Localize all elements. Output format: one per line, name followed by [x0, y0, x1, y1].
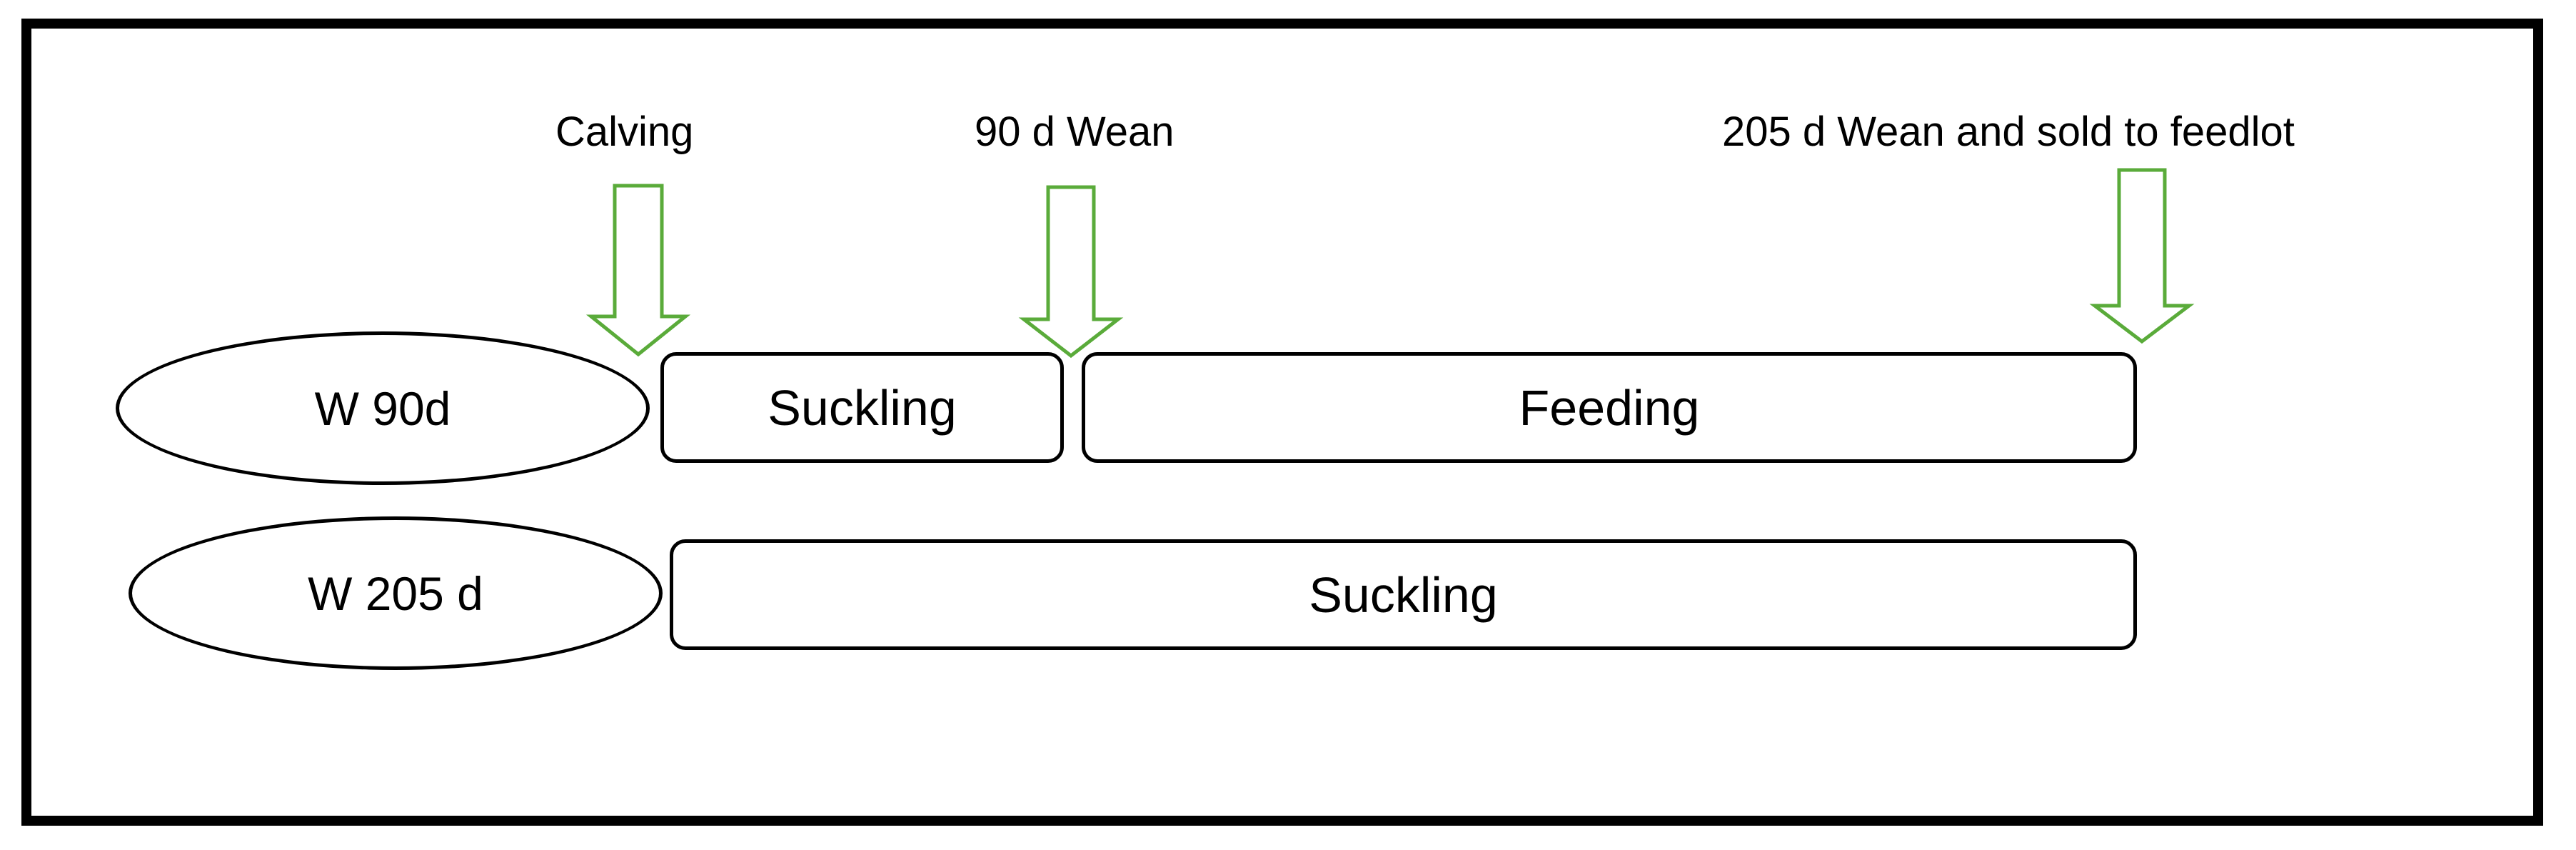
w90d-feeding-text: Feeding [1519, 379, 1700, 436]
event-label-205d-wean: 205 d Wean and sold to feedlot [1722, 109, 2295, 155]
w90d-suckling-phase: Suckling [660, 352, 1064, 463]
row-label-w205d: W 205 d [129, 516, 663, 670]
diagram-frame [21, 19, 2543, 826]
wean-205d-arrow-icon [2089, 168, 2195, 344]
w90d-feeding-phase: Feeding [1082, 352, 2137, 463]
event-label-90d-wean: 90 d Wean [975, 109, 1174, 155]
event-label-calving: Calving [555, 109, 694, 155]
w205d-suckling-text: Suckling [1309, 566, 1498, 623]
w205d-suckling-phase: Suckling [670, 539, 2137, 650]
calving-arrow-icon [585, 184, 691, 357]
row-label-w90d: W 90d [116, 331, 650, 485]
wean-90d-arrow-icon [1018, 185, 1124, 359]
w90d-suckling-text: Suckling [768, 379, 957, 436]
row-label-w90d-text: W 90d [314, 381, 451, 435]
row-label-w205d-text: W 205 d [308, 566, 483, 620]
